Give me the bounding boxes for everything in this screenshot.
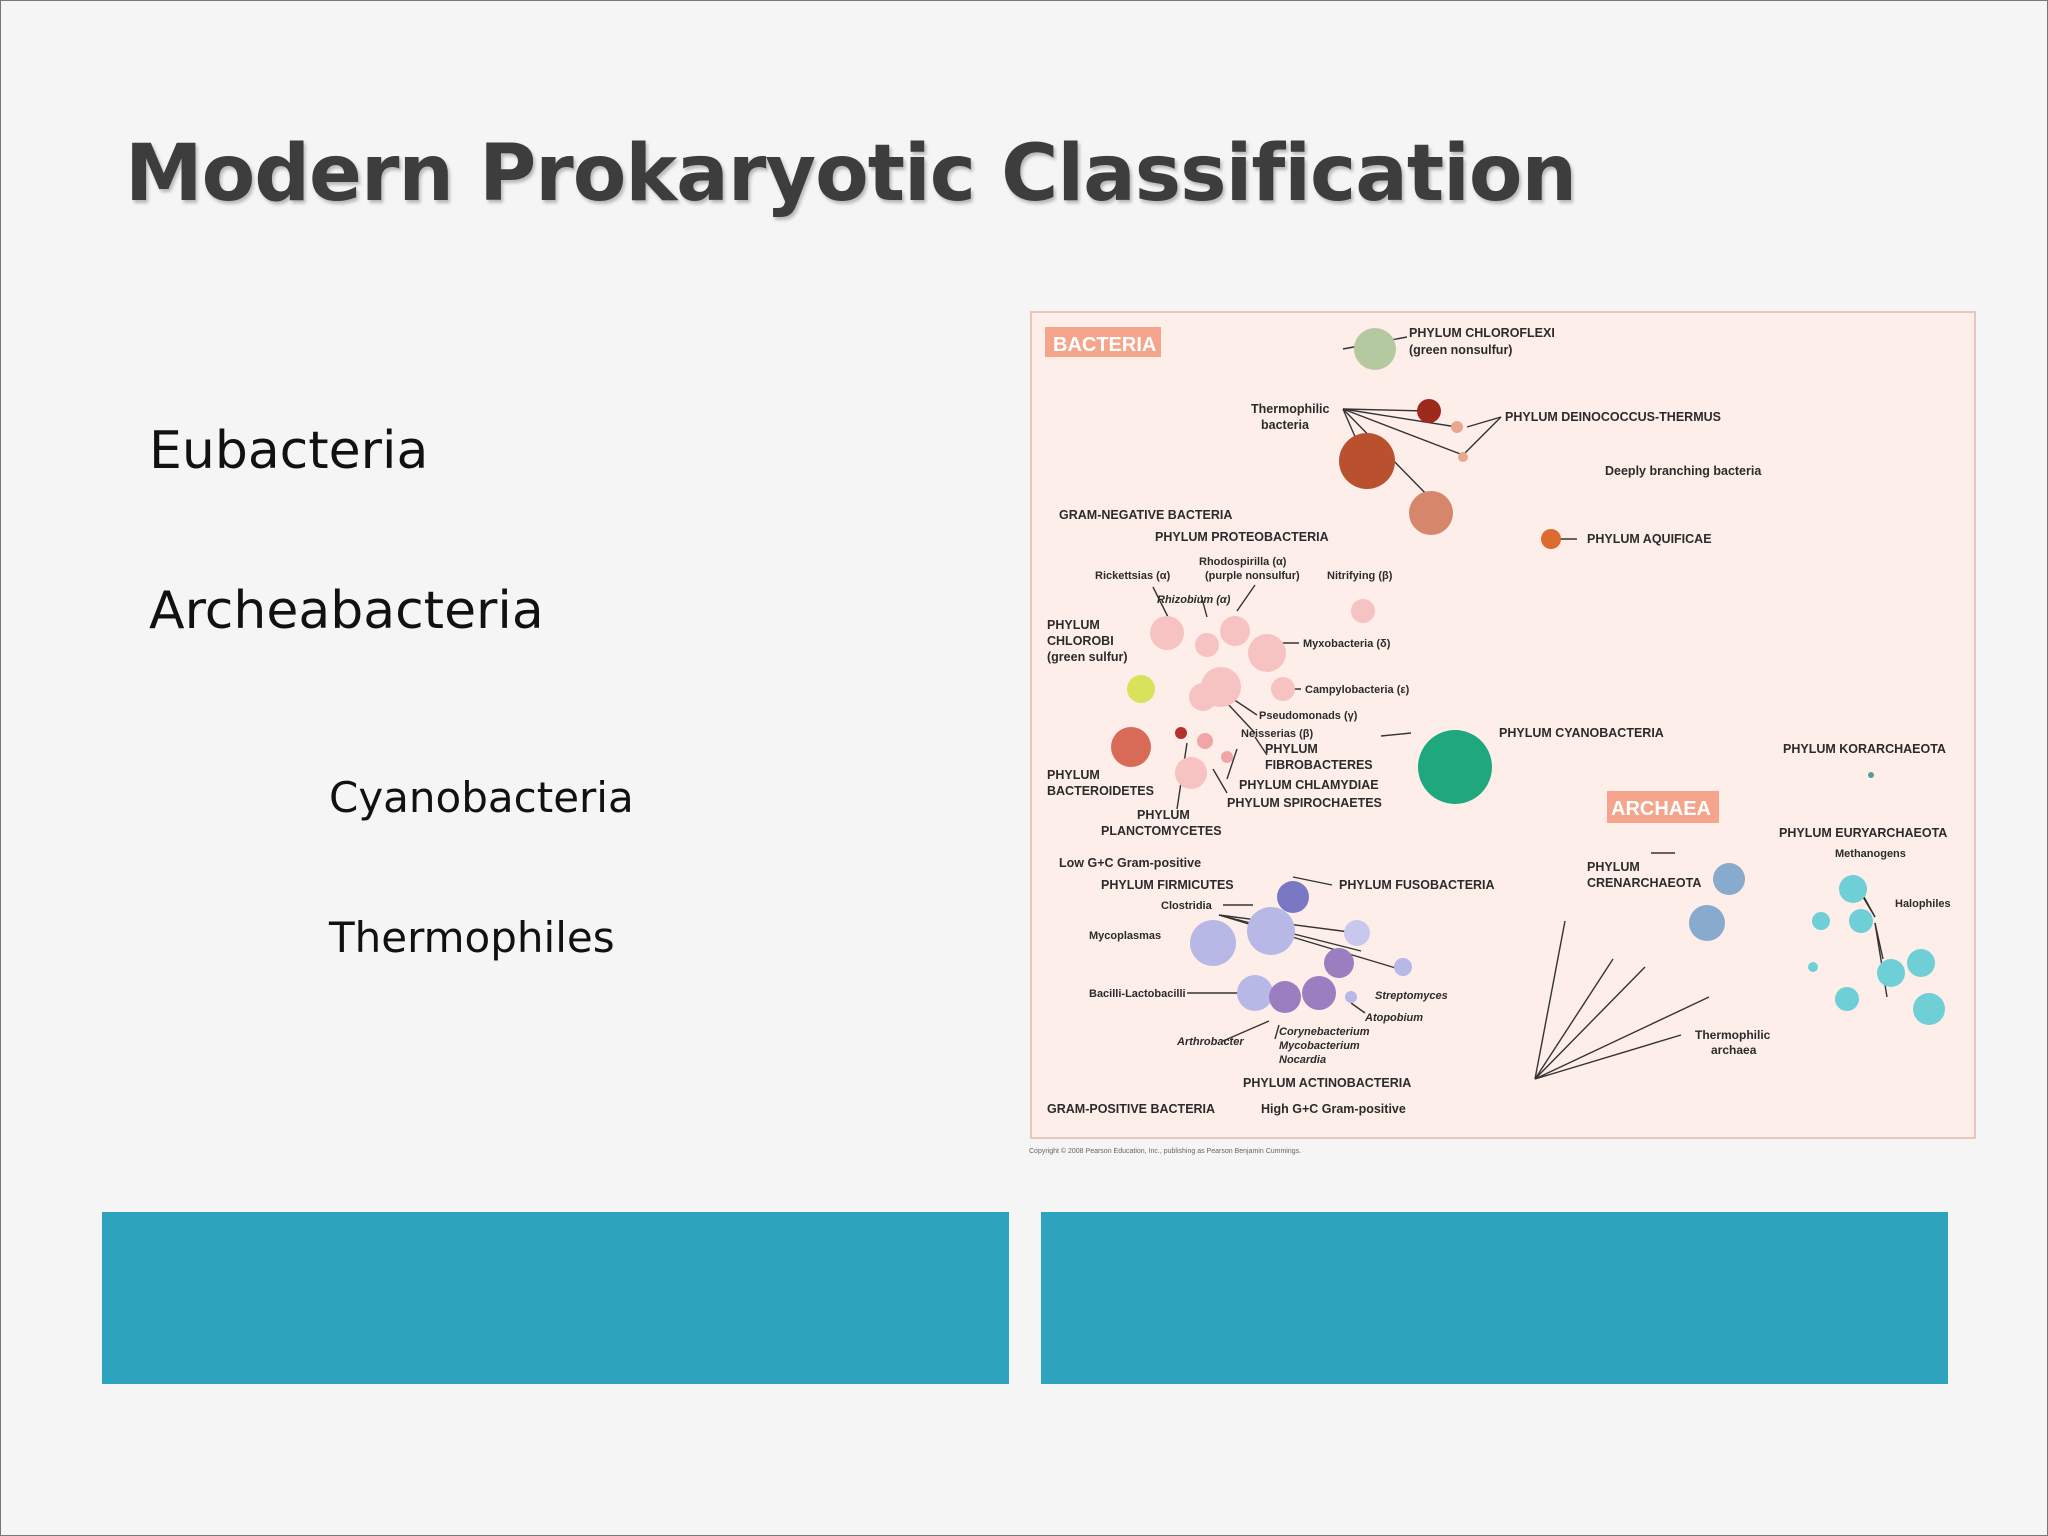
label-chloroflexi: PHYLUM CHLOROFLEXI: [1409, 326, 1555, 340]
label-rhodospirilla: Rhodospirilla (α): [1199, 556, 1287, 568]
archaea-tag: ARCHAEA: [1611, 798, 1711, 820]
label-gram-negative: GRAM-NEGATIVE BACTERIA: [1059, 508, 1232, 522]
label-crenarchaeota: PHYLUM: [1587, 860, 1640, 874]
label-firmicutes: PHYLUM FIRMICUTES: [1101, 878, 1234, 892]
phylogeny-figure: BACTERIA ARCHAEA: [1027, 309, 1979, 1161]
figure-copyright: Copyright © 2008 Pearson Education, Inc.…: [1029, 1147, 1301, 1155]
label-rickettsias: Rickettsias (α): [1095, 570, 1171, 582]
accent-bar-right: [1041, 1212, 1948, 1384]
label-myxobacteria: Myxobacteria (δ): [1303, 638, 1391, 650]
label-planctomycetes-2: PLANCTOMYCETES: [1101, 824, 1222, 838]
label-nocardia: Nocardia: [1279, 1054, 1326, 1066]
phylogeny-diagram: BACTERIA ARCHAEA: [1029, 311, 1976, 1155]
label-mycoplasmas: Mycoplasmas: [1089, 930, 1161, 942]
label-fusobacteria: PHYLUM FUSOBACTERIA: [1339, 878, 1495, 892]
bullet-archeabacteria: Archeabacteria: [149, 581, 544, 641]
sub-bullet-thermophiles: Thermophiles: [329, 913, 615, 962]
accent-bar-left: [102, 1212, 1009, 1384]
label-chlorobi-2: CHLOROBI: [1047, 634, 1114, 648]
label-planctomycetes: PHYLUM: [1137, 808, 1190, 822]
label-fibrobacteres: PHYLUM: [1265, 742, 1318, 756]
label-deeply-branching: Deeply branching bacteria: [1605, 464, 1762, 478]
label-mycobacterium: Mycobacterium: [1279, 1040, 1360, 1052]
label-korarchaeota: PHYLUM KORARCHAEOTA: [1783, 742, 1946, 756]
label-cyanobacteria: PHYLUM CYANOBACTERIA: [1499, 726, 1664, 740]
label-rhodospirilla-sub: (purple nonsulfur): [1205, 570, 1300, 582]
label-thermophilic-archaea-2: archaea: [1711, 1043, 1757, 1057]
label-rhizobium: Rhizobium (α): [1157, 594, 1231, 606]
label-bacteroidetes-2: BACTEROIDETES: [1047, 784, 1154, 798]
label-proteobacteria: PHYLUM PROTEOBACTERIA: [1155, 530, 1329, 544]
label-clostridia: Clostridia: [1161, 900, 1213, 912]
label-thermophilic-bacteria-sub: bacteria: [1261, 418, 1310, 432]
label-bacilli: Bacilli-Lactobacilli: [1089, 988, 1186, 1000]
bullet-eubacteria: Eubacteria: [149, 421, 429, 481]
label-nitrifying: Nitrifying (β): [1327, 570, 1393, 582]
label-chlamydiae: PHYLUM CHLAMYDIAE: [1239, 778, 1379, 792]
label-low-gc: Low G+C Gram-positive: [1059, 856, 1201, 870]
phylum-bubbles: [1111, 328, 1945, 1025]
label-fibrobacteres-2: FIBROBACTERES: [1265, 758, 1373, 772]
label-halophiles: Halophiles: [1895, 898, 1951, 910]
label-chlorobi-3: (green sulfur): [1047, 650, 1128, 664]
label-spirochaetes: PHYLUM SPIROCHAETES: [1227, 796, 1382, 810]
bacteria-tag: BACTERIA: [1053, 334, 1156, 356]
label-gram-positive: GRAM-POSITIVE BACTERIA: [1047, 1102, 1215, 1116]
sub-bullet-cyanobacteria: Cyanobacteria: [329, 773, 634, 822]
label-deinococcus: PHYLUM DEINOCOCCUS-THERMUS: [1505, 410, 1721, 424]
label-chloroflexi-sub: (green nonsulfur): [1409, 343, 1512, 357]
label-high-gc: High G+C Gram-positive: [1261, 1102, 1406, 1116]
label-actinobacteria: PHYLUM ACTINOBACTERIA: [1243, 1076, 1411, 1090]
label-arthrobacter: Arthrobacter: [1176, 1036, 1244, 1048]
label-corynebacterium: Corynebacterium: [1279, 1026, 1370, 1038]
label-chlorobi: PHYLUM: [1047, 618, 1100, 632]
label-euryarchaeota: PHYLUM EURYARCHAEOTA: [1779, 826, 1947, 840]
label-pseudomonads: Pseudomonads (γ): [1259, 710, 1358, 722]
label-streptomyces: Streptomyces: [1375, 990, 1448, 1002]
label-neisserias: Neisserias (β): [1241, 728, 1313, 740]
label-atopobium: Atopobium: [1364, 1012, 1423, 1024]
label-thermophilic-bacteria: Thermophilic: [1251, 402, 1330, 416]
label-crenarchaeota-2: CRENARCHAEOTA: [1587, 876, 1701, 890]
label-bacteroidetes: PHYLUM: [1047, 768, 1100, 782]
label-thermophilic-archaea: Thermophilic: [1695, 1028, 1771, 1042]
label-methanogens: Methanogens: [1835, 848, 1906, 860]
label-aquificae: PHYLUM AQUIFICAE: [1587, 532, 1712, 546]
slide-title: Modern Prokaryotic Classification: [125, 129, 1577, 219]
label-campylobacteria: Campylobacteria (ε): [1305, 684, 1410, 696]
